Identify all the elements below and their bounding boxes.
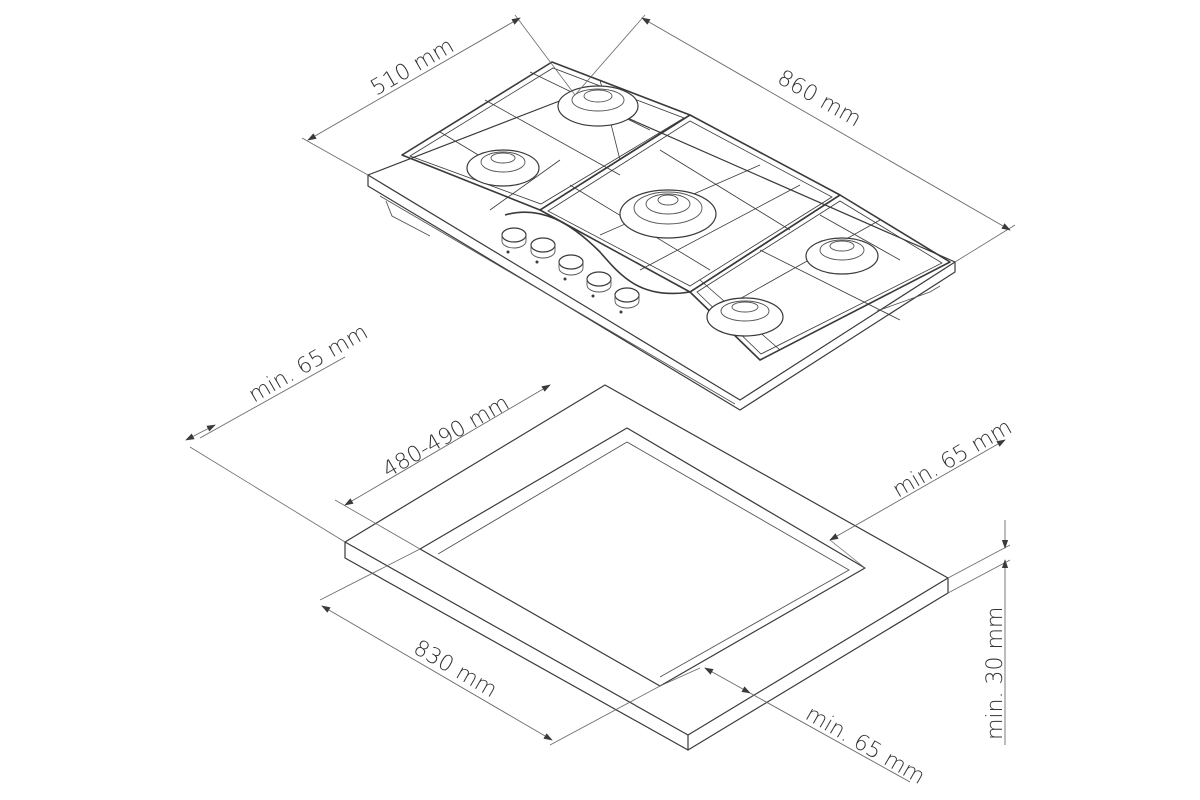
cutout-inner-wall — [437, 441, 850, 678]
cutout-dimensions: min. 65 mm 480-490 mm min. 65 mm 830 mm … — [185, 320, 1017, 790]
burner-semi-rapid-back — [557, 85, 639, 127]
label-clear-left: min. 65 mm — [245, 320, 373, 408]
hob-foot-left — [385, 200, 431, 237]
dim-line-860 — [641, 17, 1011, 231]
label-cutout-depth: 480-490 mm — [379, 391, 514, 484]
dim-line-cutout-width — [321, 605, 553, 741]
hob-foot-right — [876, 285, 941, 312]
control-knobs — [501, 227, 640, 314]
knob-2 — [530, 237, 556, 264]
label-clear-back: min. 65 mm — [889, 415, 1017, 503]
grate-right — [689, 194, 951, 361]
label-hob-width: 860 mm — [773, 65, 865, 132]
label-worktop-thickness: min. 30 mm — [983, 607, 1008, 740]
burner-semi-rapid-right — [805, 237, 879, 275]
gas-hob — [367, 61, 956, 411]
dim-line-back-clearance — [829, 439, 1006, 541]
burner-rapid-front — [706, 297, 784, 337]
dim-line-cutout-depth — [344, 384, 551, 506]
dim-line-left-clearance — [199, 356, 346, 439]
dim-line-front-clearance — [749, 692, 911, 783]
knob-3 — [558, 254, 584, 281]
knob-4 — [586, 271, 612, 298]
knob-5 — [614, 287, 640, 314]
burner-triple-crown-center — [619, 189, 717, 239]
grate-left — [401, 61, 691, 211]
dim-line-510 — [307, 17, 521, 141]
burner-auxiliary-left — [466, 149, 540, 187]
cutout-opening — [419, 427, 866, 687]
hob-side-edge — [367, 174, 956, 411]
hob-underside — [379, 195, 736, 405]
grate-front-rail — [504, 211, 691, 295]
label-hob-depth: 510 mm — [367, 34, 459, 102]
label-cutout-width: 830 mm — [409, 636, 501, 704]
label-clear-front: min. 65 mm — [801, 702, 929, 790]
knob-1 — [501, 227, 527, 254]
